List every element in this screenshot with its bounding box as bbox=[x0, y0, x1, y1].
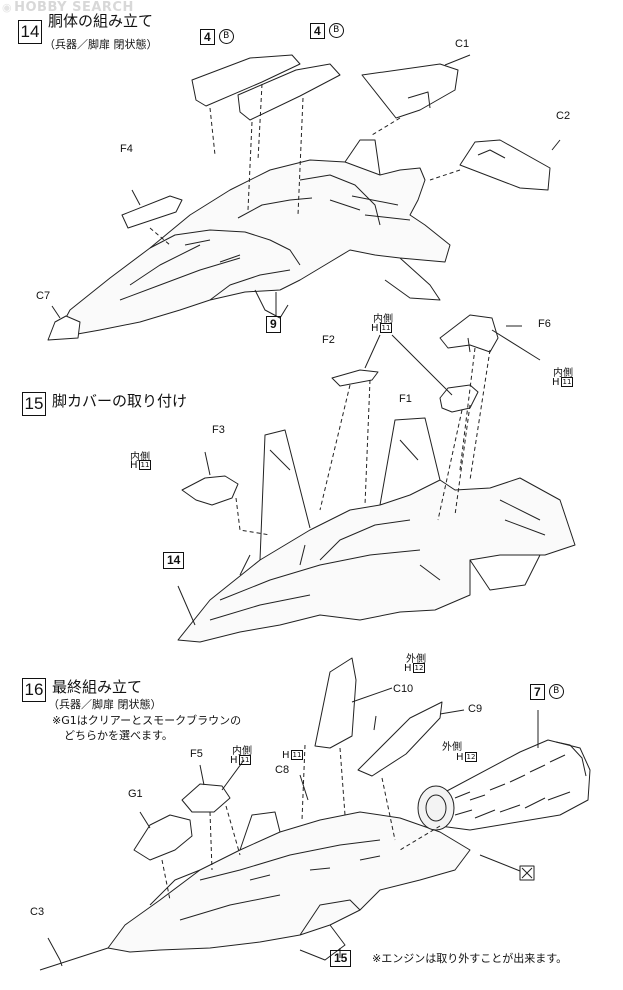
subassembly-9: 9 bbox=[266, 316, 281, 333]
step-16-note-1: ※G1はクリアーとスモークブラウンの bbox=[52, 714, 242, 727]
step-16-title: 最終組み立て bbox=[52, 678, 143, 696]
label-f6: F6 bbox=[538, 318, 551, 330]
label-f4: F4 bbox=[120, 143, 133, 155]
step-15-title: 脚カバーの取り付け bbox=[52, 392, 188, 410]
label-inner-1: 内側 bbox=[373, 314, 393, 325]
label-f5: F5 bbox=[190, 748, 203, 760]
label-inner-2: 内側 bbox=[553, 368, 573, 379]
label-c9: C9 bbox=[468, 703, 483, 715]
label-c2: C2 bbox=[556, 110, 571, 122]
label-f1: F1 bbox=[399, 393, 412, 405]
step-16-number: 16 bbox=[22, 678, 46, 702]
step-14-title: 胴体の組み立て bbox=[48, 12, 154, 30]
label-outer-2: 外側 bbox=[442, 742, 462, 753]
hobby-search-logo-icon: ◉ bbox=[2, 1, 13, 14]
step14-fuselage bbox=[54, 139, 451, 339]
label-c10: C10 bbox=[393, 683, 414, 695]
watermark: ◉HOBBY SEARCH bbox=[2, 0, 134, 15]
step-15-number: 15 bbox=[22, 392, 46, 416]
label-g1: G1 bbox=[128, 788, 143, 800]
label-c1: C1 bbox=[455, 38, 470, 50]
label-outer-1: 外側 bbox=[406, 654, 426, 665]
watermark-text: HOBBY SEARCH bbox=[14, 0, 134, 15]
step-16-subtitle: （兵器／脚扉 閉状態） bbox=[48, 698, 162, 711]
step-14-number: 14 bbox=[18, 20, 42, 44]
label-c3: C3 bbox=[30, 906, 45, 918]
label-inner-f5: 内側 bbox=[232, 746, 252, 757]
step-14-subtitle: （兵器／脚扉 閉状態） bbox=[44, 38, 158, 51]
engine-nozzle bbox=[417, 739, 591, 831]
subassembly-15: 15 bbox=[330, 950, 352, 967]
label-c7: C7 bbox=[36, 290, 51, 302]
label-inner-3: 内側 bbox=[130, 452, 150, 463]
subassembly-14: 14 bbox=[163, 552, 185, 569]
step16-fuselage bbox=[107, 811, 471, 961]
engine-footnote: ※エンジンは取り外すことが出来ます。 bbox=[372, 952, 568, 965]
step15-fuselage bbox=[177, 417, 576, 643]
step-16-note-2: どちらかを選べます。 bbox=[64, 729, 173, 742]
label-f2: F2 bbox=[322, 334, 335, 346]
label-c8: C8 bbox=[275, 764, 290, 776]
label-f3: F3 bbox=[212, 424, 225, 436]
